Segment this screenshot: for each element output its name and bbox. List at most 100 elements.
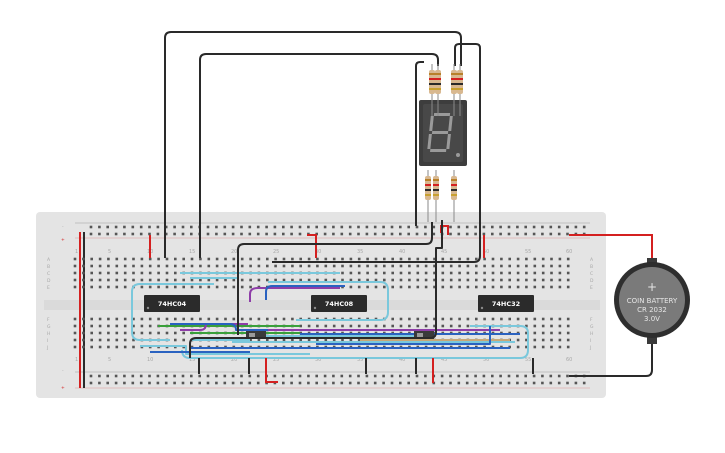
breadboard-hole [365,374,369,378]
breadboard-hole [291,278,294,282]
breadboard-hole [390,381,394,385]
breadboard-hole [198,381,201,385]
breadboard-hole [348,374,352,378]
breadboard-hole [98,257,102,261]
breadboard-hole [215,232,218,236]
breadboard-hole [500,278,503,282]
breadboard-hole [324,257,328,261]
breadboard-hole [165,317,169,321]
breadboard-hole [407,225,410,229]
slide-switch[interactable] [246,331,266,339]
breadboard-hole [282,278,286,282]
breadboard-hole [507,232,511,236]
breadboard-hole [273,374,277,378]
breadboard-hole [516,264,520,268]
breadboard-hole [332,324,336,328]
breadboard-hole [132,331,135,335]
breadboard-hole [357,285,361,289]
col-num: 45 [441,249,447,255]
breadboard-hole [106,232,109,236]
breadboard-hole [516,278,520,282]
breadboard-hole [549,225,553,229]
chip-pin1-dot [480,306,484,310]
slide-switches [246,331,434,339]
col-num: 55 [525,249,531,255]
breadboard-hole [399,264,403,268]
breadboard-hole [332,225,335,229]
switch-knob[interactable] [417,333,423,337]
breadboard-hole [82,257,85,261]
breadboard-hole [566,225,569,229]
breadboard-hole [449,232,452,236]
breadboard-hole [348,381,352,385]
breadboard-hole [90,317,93,321]
breadboard-hole [89,232,93,236]
breadboard-hole [525,285,528,289]
breadboard-hole [123,338,127,342]
breadboard-hole [500,285,503,289]
switch-knob[interactable] [249,333,255,337]
breadboard-hole [508,278,511,282]
breadboard-hole [525,338,528,342]
breadboard-hole [190,374,193,378]
breadboard-hole [190,232,193,236]
segment-e [427,134,432,149]
breadboard-hole [424,278,428,282]
breadboard-hole [533,331,537,335]
breadboard-hole [98,278,102,282]
breadboard-hole [82,317,85,321]
row-letter: D [47,278,51,284]
breadboard-hole [323,225,327,229]
breadboard-hole [357,324,361,328]
breadboard-hole [550,317,553,321]
breadboard-hole [148,285,152,289]
breadboard-hole [223,374,227,378]
breadboard-hole [290,225,293,229]
breadboard-hole [274,317,277,321]
breadboard-hole [383,264,386,268]
breadboard-hole [574,225,578,229]
breadboard-hole [90,278,93,282]
breadboard-hole [98,232,101,236]
row-letter: H [47,331,50,337]
breadboard-hole [533,285,537,289]
breadboard-hole [240,264,244,268]
breadboard-hole [148,225,151,229]
breadboard-hole [332,278,336,282]
wire-light-blue [268,281,389,321]
breadboard-hole [424,225,427,229]
col-num: 5 [108,249,111,255]
breadboard-hole [449,278,453,282]
breadboard-hole [557,381,561,385]
breadboard-hole [199,317,202,321]
breadboard-hole [340,225,344,229]
breadboard-hole [223,232,227,236]
breadboard-hole [541,345,545,349]
breadboard-hole [340,374,344,378]
breadboard-hole [140,278,144,282]
breadboard-hole [123,381,126,385]
col-num: 40 [399,357,405,363]
breadboard-hole [541,285,545,289]
breadboard-hole [148,264,152,268]
breadboard-hole [182,331,185,335]
breadboard-hole [383,324,386,328]
breadboard-hole [148,257,152,261]
breadboard-hole [148,232,151,236]
breadboard-hole [466,271,470,275]
breadboard-hole [550,264,553,268]
breadboard-hole [206,232,210,236]
breadboard-hole [550,331,553,335]
breadboard-hole [508,285,511,289]
breadboard-hole [132,338,135,342]
breadboard-hole [299,257,302,261]
breadboard-hole [441,317,445,321]
breadboard-hole [256,374,260,378]
breadboard-hole [123,285,127,289]
breadboard-hole [140,317,144,321]
breadboard-hole [232,278,236,282]
breadboard-hole [207,317,211,321]
breadboard-hole [557,225,561,229]
breadboard-hole [298,381,302,385]
slide-switch[interactable] [414,331,434,339]
